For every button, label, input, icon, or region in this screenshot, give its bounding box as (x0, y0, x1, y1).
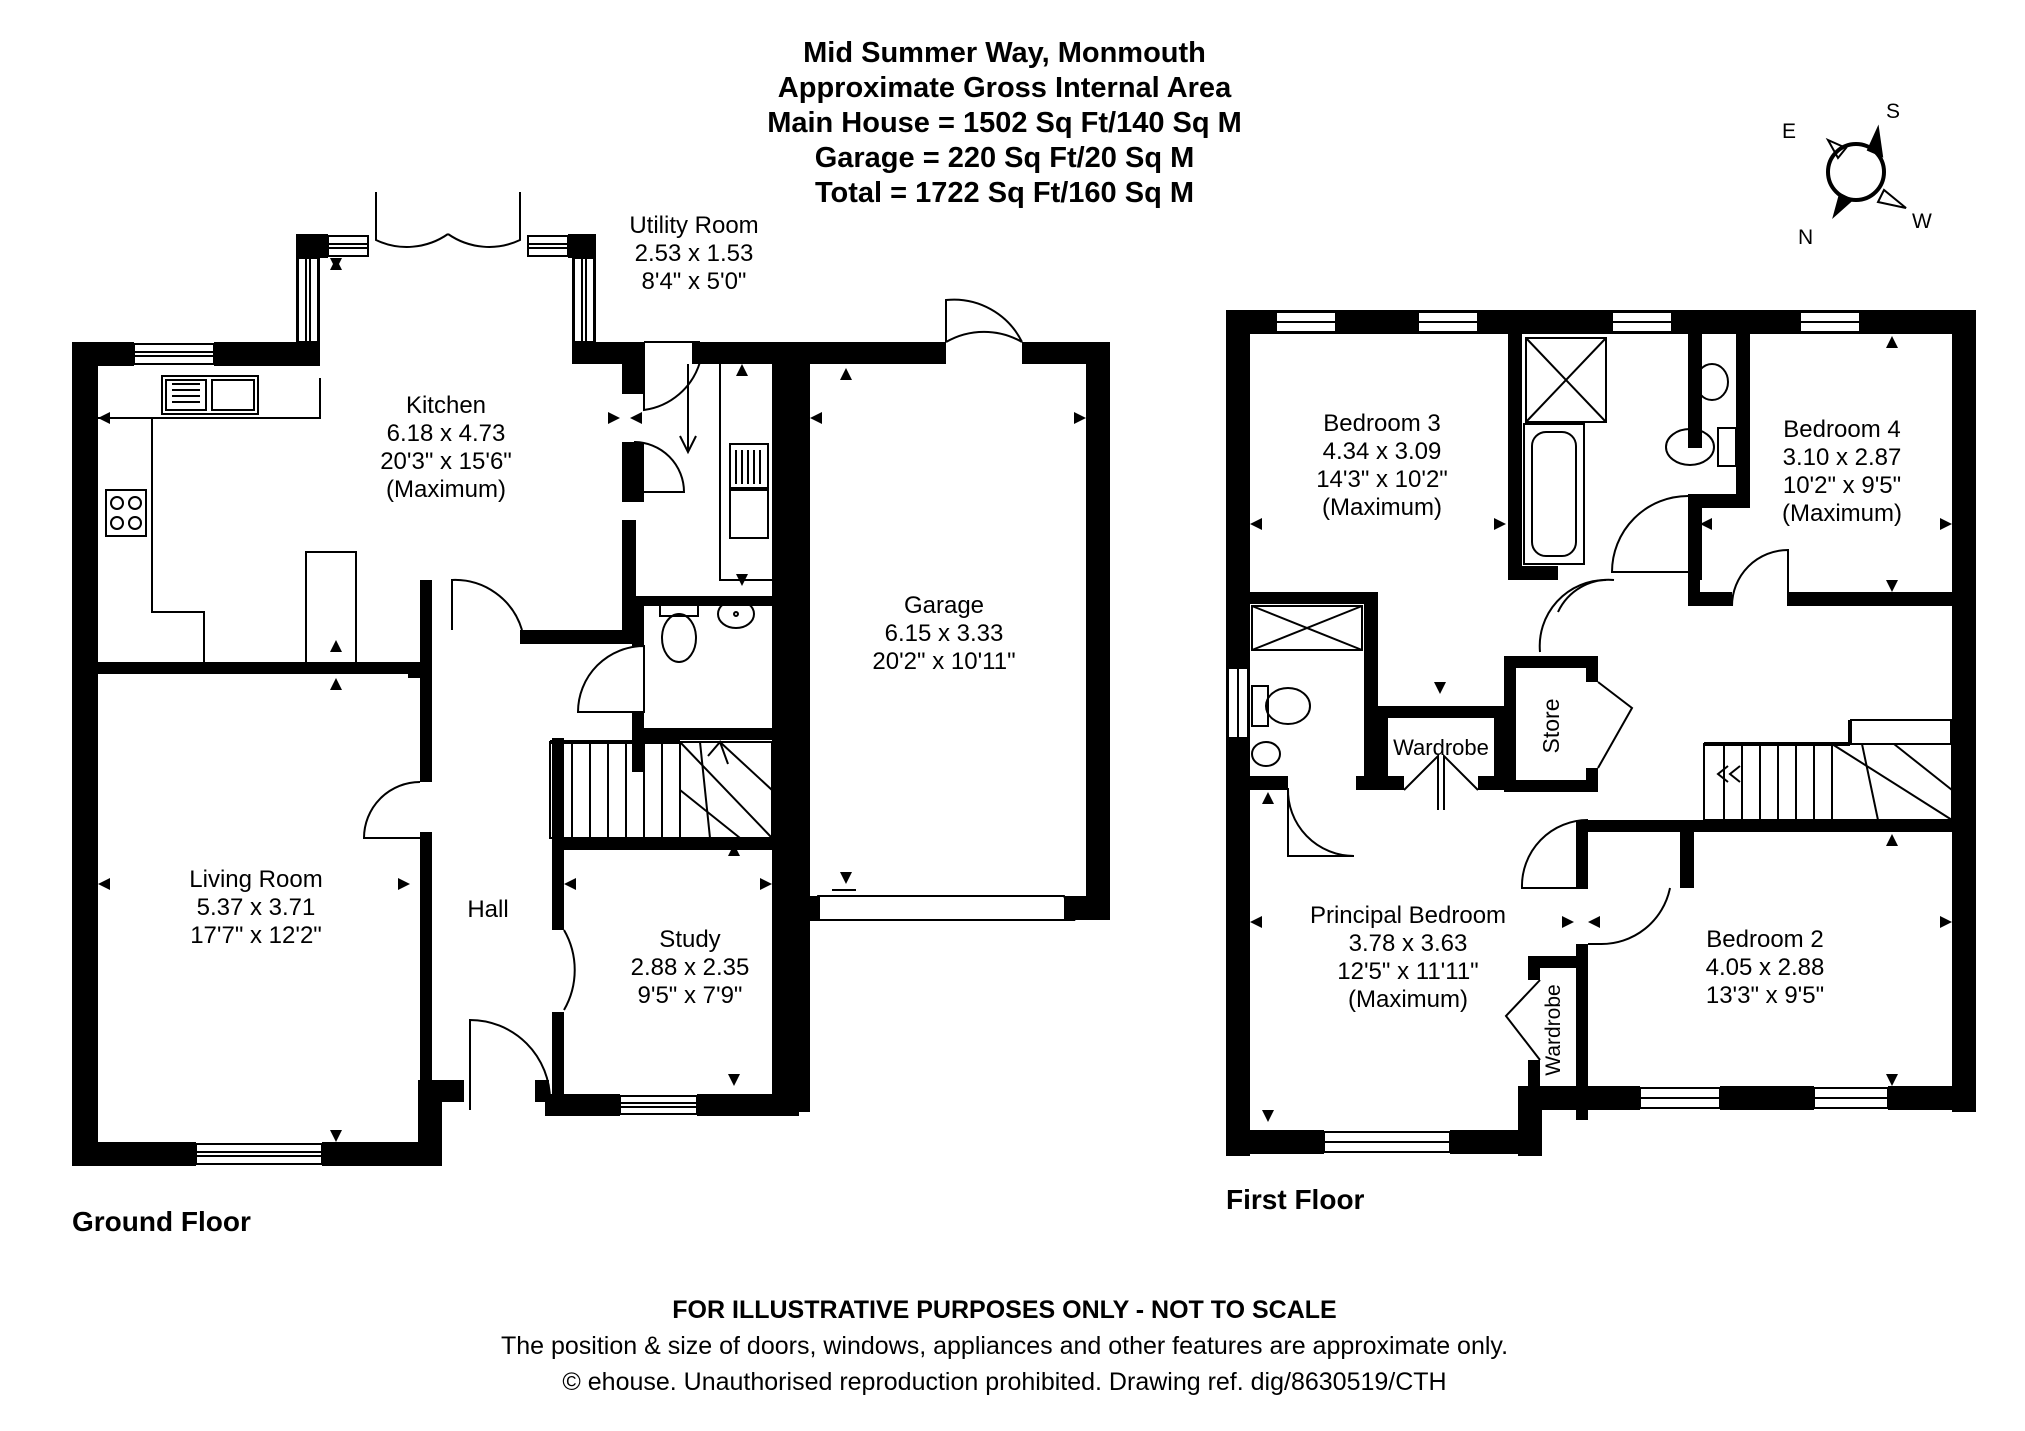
room-living: Living Room 5.37 x 3.71 17'7" x 12'2" (189, 866, 323, 949)
room-wardrobe-2: Wardrobe (1542, 984, 1565, 1076)
room-bedroom-2: Bedroom 2 4.05 x 2.88 13'3" x 9'5" (1705, 926, 1825, 1009)
total-area: Total = 1722 Sq Ft/160 Sq M (815, 177, 1194, 209)
compass-west: W (1912, 210, 1932, 233)
room-wardrobe-1: Wardrobe (1393, 735, 1489, 760)
room-utility: Utility Room 2.53 x 1.53 8'4" x 5'0" (629, 212, 759, 295)
room-principal-bedroom: Principal Bedroom 3.78 x 3.63 12'5" x 11… (1309, 902, 1507, 1013)
room-study: Study 2.88 x 2.35 9'5" x 7'9" (630, 926, 750, 1009)
ground-floor-label: Ground Floor (72, 1206, 251, 1237)
room-garage: Garage 6.15 x 3.33 20'2" x 10'11" (872, 592, 1016, 675)
plan-title: Mid Summer Way, Monmouth (803, 37, 1206, 69)
compass-south: S (1886, 100, 1901, 123)
room-bedroom-3: Bedroom 3 4.34 x 3.09 14'3" x 10'2" (Max… (1316, 410, 1448, 521)
disclaimer-heading: FOR ILLUSTRATIVE PURPOSES ONLY - NOT TO … (672, 1296, 1337, 1324)
room-store: Store (1538, 698, 1564, 754)
first-floor-label: First Floor (1226, 1184, 1365, 1215)
room-bedroom-4: Bedroom 4 3.10 x 2.87 10'2" x 9'5" (Maxi… (1782, 416, 1902, 527)
room-hall: Hall (467, 896, 509, 923)
main-house-area: Main House = 1502 Sq Ft/140 Sq M (767, 107, 1242, 139)
copyright-text: © ehouse. Unauthorised reproduction proh… (562, 1368, 1447, 1396)
compass-east: E (1782, 120, 1797, 143)
room-kitchen: Kitchen 6.18 x 4.73 20'3" x 15'6" (Maxim… (380, 392, 512, 503)
compass-icon (1825, 124, 1907, 219)
compass-north: N (1798, 226, 1814, 249)
disclaimer-text: The position & size of doors, windows, a… (500, 1332, 1509, 1360)
garage-area: Garage = 220 Sq Ft/20 Sq M (814, 142, 1195, 174)
plan-subtitle: Approximate Gross Internal Area (777, 72, 1232, 104)
